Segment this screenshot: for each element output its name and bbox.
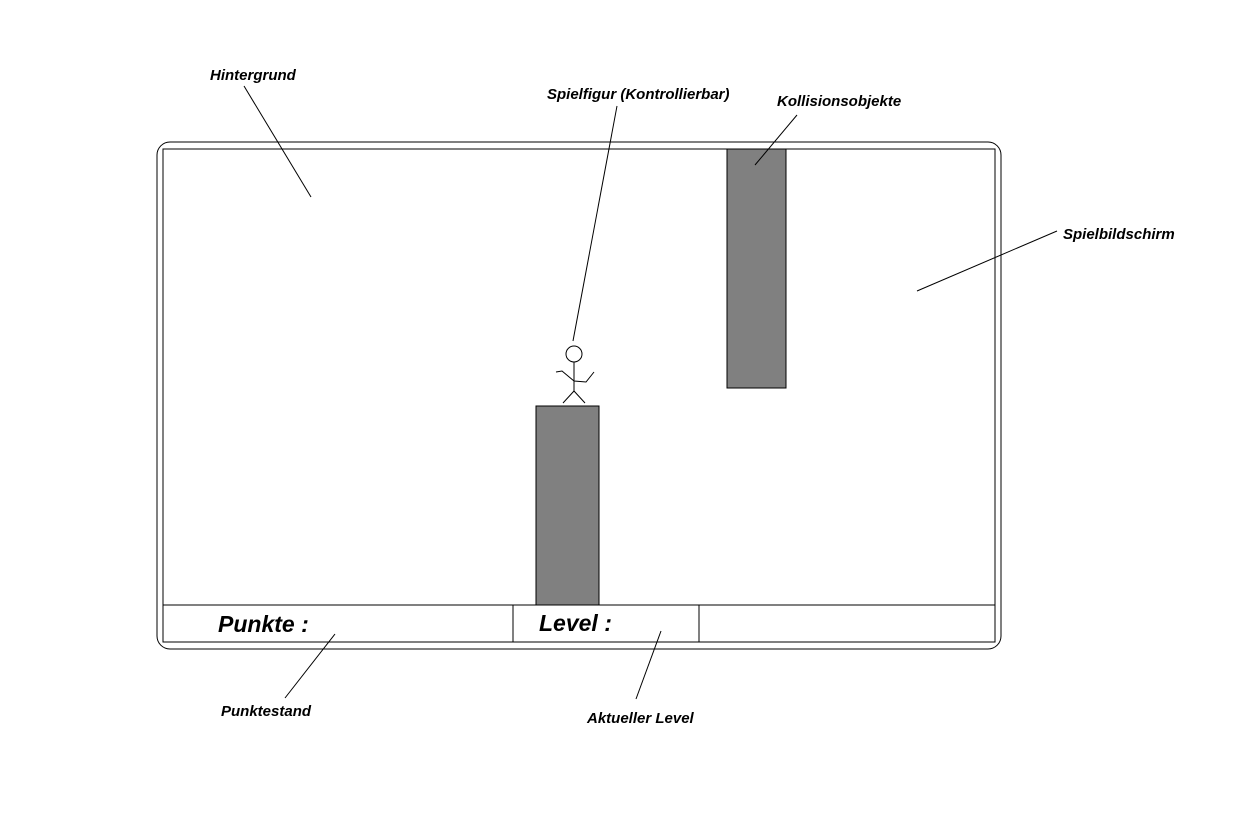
leader-game-screen — [916, 230, 1058, 292]
player-figure — [555, 345, 595, 404]
label-background: Hintergrund — [210, 67, 297, 84]
player-arms — [555, 370, 595, 383]
label-player: Spielfigur (Kontrollierbar) — [547, 86, 730, 103]
player-head — [565, 345, 583, 363]
label-collision-objects: Kollisionsobjekte — [777, 93, 901, 110]
leader-player — [572, 105, 618, 342]
obstacle-bottom — [535, 405, 600, 606]
hud-score-label: Punkte : — [218, 611, 309, 637]
hud-level-label: Level : — [539, 610, 612, 636]
player-left-leg — [562, 390, 575, 404]
player-right-leg — [573, 390, 586, 404]
leader-collision-objects — [754, 114, 798, 166]
game-screen-inner-frame — [162, 148, 996, 643]
game-screen-outer-frame — [156, 141, 1002, 650]
leader-background — [243, 85, 312, 198]
obstacle-top — [726, 148, 787, 389]
label-game-screen: Spielbildschirm — [1063, 226, 1175, 243]
label-current-level: Aktueller Level — [586, 710, 695, 727]
leader-score — [284, 633, 336, 699]
leader-current-level — [635, 630, 662, 700]
label-score: Punktestand — [221, 703, 312, 720]
